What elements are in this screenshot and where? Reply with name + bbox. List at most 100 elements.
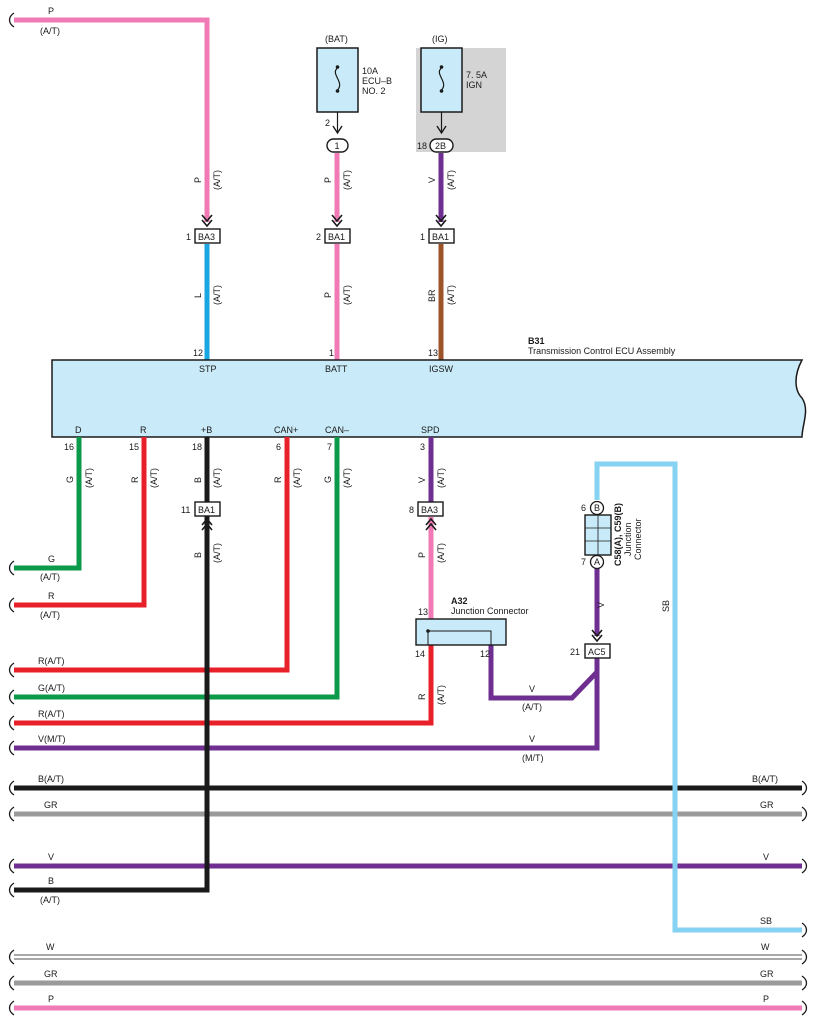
connector-2b-oval	[429, 138, 454, 153]
ecu-bottom-label-d: D	[75, 425, 82, 435]
label-bat-supply: (BAT)	[325, 34, 348, 44]
label-ba1-bottom: BA1	[198, 505, 215, 515]
wire-v-a32-ac5	[488, 645, 599, 701]
label-wire-r-canh: R	[273, 476, 283, 483]
label-wire-r-canh-at: (A/T)	[292, 468, 302, 488]
a32-pin-br: 12	[480, 649, 490, 659]
fuse-ign	[420, 47, 463, 113]
ecu-bottom-pin-6: 6	[276, 442, 281, 452]
left-label-v-mt: V(M/T)	[38, 734, 66, 744]
label-wire-p-batt: P	[323, 177, 333, 183]
wire-r-canh	[14, 437, 290, 673]
ecu-top-label-stp: STP	[199, 364, 217, 374]
left-label-b: B	[48, 876, 54, 886]
left-label-r-sub: (A/T)	[40, 610, 60, 620]
wire-g-d	[14, 437, 82, 571]
label-wire-p-batt2-at: (A/T)	[342, 285, 352, 305]
label-wire-g-canl-at: (A/T)	[342, 468, 352, 488]
ecu-bottom-label-canl: CAN–	[325, 425, 349, 435]
right-label-sb: SB	[760, 916, 772, 926]
label-bat-line3: NO. 2	[362, 86, 386, 96]
label-wire-p-spd: P	[417, 552, 427, 558]
left-label-v: V	[48, 852, 54, 862]
ecu-bottom-label-spd: SPD	[421, 425, 440, 435]
fuse-ecu-b-symbol	[334, 67, 341, 91]
wire-p-top-stp	[14, 17, 210, 222]
label-ba1-right-pin: 1	[420, 232, 425, 242]
fuse-ecu-b-dot-bot	[335, 89, 340, 93]
label-ig-pin: 18	[417, 141, 427, 151]
label-bat-conn: 1	[335, 141, 340, 151]
right-label-b-at: B(A/T)	[752, 774, 778, 784]
label-wire-v-spd: V	[417, 477, 427, 483]
connector-ba1-top-mid	[324, 228, 351, 244]
ecu-bottom-label-canh: CAN+	[274, 425, 298, 435]
label-wire-p-stp: P	[193, 177, 203, 183]
label-wire-p-spd-at: (A/T)	[436, 543, 446, 563]
label-ba1-mid: BA1	[328, 232, 345, 242]
label-wire-g-d-at: (A/T)	[84, 468, 94, 488]
right-label-w: W	[761, 942, 770, 952]
left-label-w: W	[46, 942, 55, 952]
left-label-r-at-1: R(A/T)	[38, 656, 65, 666]
connector-ba1-bottom	[194, 501, 221, 517]
c58-pin-bottom: 7	[581, 557, 586, 567]
wire-r-a32	[14, 645, 434, 726]
fuse-ign-arrow	[436, 125, 447, 135]
connector-ba1-top-right	[428, 228, 455, 244]
fuse-ecu-b-arrow	[332, 125, 343, 135]
label-ac5: AC5	[588, 647, 606, 657]
ecu-bottom-label-r: R	[140, 425, 147, 435]
connector-ba3-bottom	[417, 501, 444, 517]
label-ba1-bottom-pin: 11	[181, 505, 190, 515]
a32-pin-top: 13	[418, 607, 428, 617]
label-wire-br: BR	[427, 289, 437, 302]
wire-r-r	[14, 437, 147, 608]
label-ig-line1: 7. 5A	[466, 70, 487, 80]
connector-ac5	[584, 643, 611, 659]
label-ba3-bottom-pin: 8	[409, 505, 414, 515]
wire-sb	[594, 461, 802, 933]
chevron-top-ba1-mid	[331, 214, 343, 228]
fuse-ecu-b-no2	[316, 47, 359, 113]
mid-label-v-at-sub: (A/T)	[522, 702, 542, 712]
label-ac5-pin: 21	[570, 647, 580, 657]
junction-connector-a32	[415, 618, 507, 646]
fuse-ign-symbol	[438, 67, 445, 91]
label-wire-r-a32-at: (A/T)	[436, 685, 446, 705]
label-ig-conn: 2B	[435, 141, 446, 151]
left-label-g-at: G(A/T)	[38, 683, 65, 693]
left-label-b-sub: (A/T)	[40, 895, 60, 905]
right-wire-ends	[801, 780, 808, 1016]
wire-b-plusb	[14, 437, 210, 893]
label-bat-line1: 10A	[362, 66, 378, 76]
label-wire-p-batt2: P	[323, 292, 333, 298]
label-top-p: P	[48, 6, 54, 16]
ecu-top-label-batt: BATT	[325, 364, 348, 374]
right-label-gr2: GR	[760, 969, 774, 979]
left-wire-ends	[8, 12, 15, 1016]
a32-pin-bl: 14	[415, 649, 425, 659]
label-ba1-mid-pin: 2	[316, 232, 321, 242]
left-label-gr1: GR	[44, 800, 58, 810]
label-wire-g-canl: G	[323, 476, 333, 483]
connector-ba3-top	[194, 228, 221, 244]
ecu-top-label-igsw: IGSW	[429, 364, 454, 374]
ecu-bottom-label-plusb: +B	[201, 425, 212, 435]
label-wire-r-r-at: (A/T)	[149, 468, 159, 488]
label-wire-r-r: R	[130, 476, 140, 483]
label-wire-p-stp-at: (A/T)	[212, 170, 222, 190]
a32-name: Junction Connector	[451, 606, 529, 616]
label-wire-v-ig-at: (A/T)	[446, 170, 456, 190]
label-wire-l: L	[193, 293, 203, 298]
label-wire-v-c58: V	[596, 602, 606, 608]
label-ba3-top-pin: 1	[186, 232, 191, 242]
label-bat-pin: 2	[325, 118, 330, 128]
ecu-top-pin-1: 1	[329, 348, 334, 358]
mid-label-v-mt-sub: (M/T)	[522, 753, 544, 763]
label-bat-line2: ECU–B	[362, 76, 392, 86]
ecu-top-pin-13: 13	[428, 348, 438, 358]
chevron-ac5	[591, 629, 603, 643]
c58-pin-top: 6	[581, 503, 586, 513]
